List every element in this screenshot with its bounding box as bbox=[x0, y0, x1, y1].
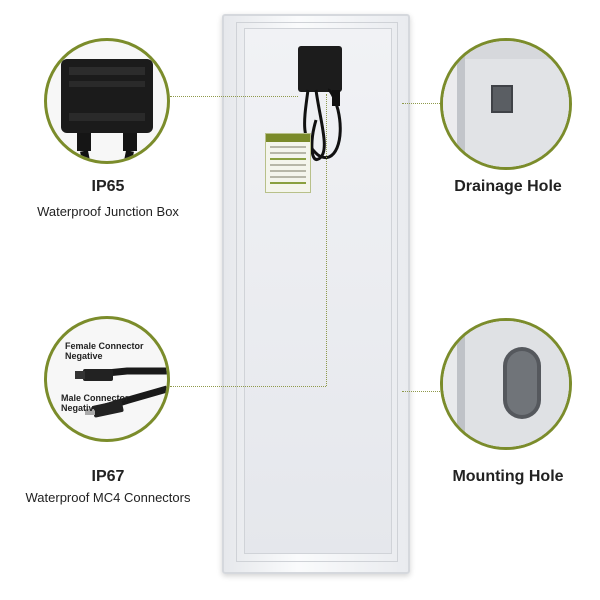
solar-panel-inner-edge bbox=[236, 22, 398, 562]
mc4-connector-description: Waterproof MC4 Connectors bbox=[25, 490, 191, 505]
mounting-hole-label: Mounting Hole bbox=[452, 468, 564, 485]
male-connector-label-line2: Negative bbox=[61, 403, 99, 413]
mc4-connector-rating: IP67 bbox=[91, 468, 125, 485]
junction-box-image bbox=[298, 46, 342, 92]
leader-line-mounting bbox=[402, 391, 442, 392]
mounting-hole-zoom bbox=[440, 318, 572, 450]
mc4-connector-zoom: Female Connector Negative Male Connector… bbox=[44, 316, 170, 442]
leader-line-connector-vertical bbox=[326, 94, 327, 386]
male-connector-label: Male Connector Negative bbox=[61, 393, 129, 413]
mc4-connector-zoom-image bbox=[75, 367, 167, 418]
female-connector-label: Female Connector Negative bbox=[65, 341, 144, 361]
female-connector-label-line1: Female Connector bbox=[65, 341, 144, 351]
junction-box-zoom bbox=[44, 38, 170, 164]
mounting-hole-zoom-image bbox=[443, 321, 569, 447]
drainage-hole-zoom-image bbox=[443, 41, 569, 167]
leader-line-connector bbox=[170, 386, 326, 387]
drainage-hole-label: Drainage Hole bbox=[454, 178, 562, 195]
female-connector-label-line2: Negative bbox=[65, 351, 103, 361]
drainage-hole-zoom bbox=[440, 38, 572, 170]
leader-line-drainage bbox=[402, 103, 442, 104]
junction-box-zoom-image bbox=[61, 59, 153, 161]
solar-panel-back bbox=[244, 28, 392, 554]
leader-line-junction bbox=[170, 96, 298, 97]
junction-box-description: Waterproof Junction Box bbox=[37, 204, 179, 219]
male-connector-label-line1: Male Connector bbox=[61, 393, 129, 403]
spec-label-sticker bbox=[265, 133, 311, 193]
junction-box-rating: IP65 bbox=[91, 178, 125, 195]
panel-cable-image bbox=[303, 88, 342, 161]
